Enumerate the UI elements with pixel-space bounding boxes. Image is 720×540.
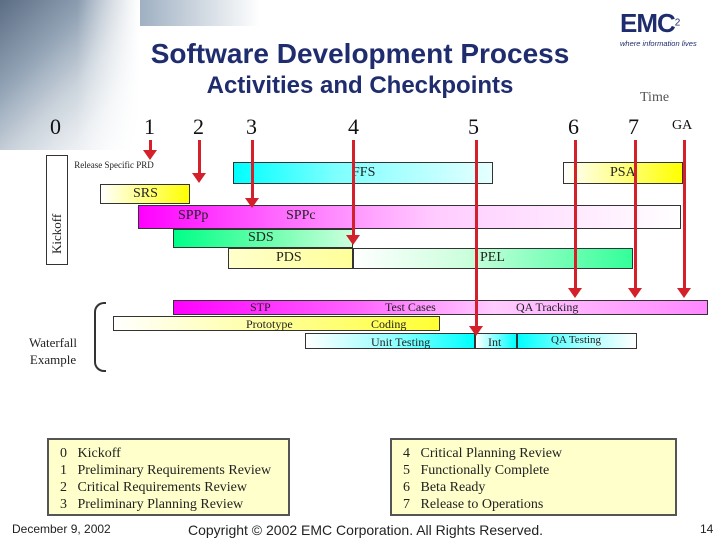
arrow-4-shaft xyxy=(352,140,355,237)
coding-label: Coding xyxy=(371,317,407,331)
qa-tracking-label: QA Tracking xyxy=(516,300,579,314)
qa-testing-bar xyxy=(517,333,637,349)
arrow-2-head xyxy=(192,173,206,183)
checkpoint-ga: GA xyxy=(672,118,693,133)
prototype-label: Prototype xyxy=(246,317,293,331)
checkpoint-0: 0 xyxy=(50,114,61,139)
header-photo-strip xyxy=(140,0,260,26)
legend-right-row-5: 5 Functionally Complete xyxy=(403,463,549,479)
kickoff-label: Kickoff xyxy=(49,213,64,254)
footer-copyright: Copyright © 2002 EMC Corporation. All Ri… xyxy=(188,522,544,538)
arrow-3-shaft xyxy=(251,140,254,200)
checkpoint-3: 3 xyxy=(246,114,257,139)
checkpoint-5: 5 xyxy=(468,114,479,139)
int-label: Int xyxy=(488,335,502,349)
kickoff-box: Kickoff xyxy=(46,155,68,265)
checkpoint-7: 7 xyxy=(628,114,639,139)
legend-left-row-3: 3 Preliminary Planning Review xyxy=(60,497,243,513)
legend-num: 4 xyxy=(403,446,410,461)
psa-label: PSA xyxy=(610,165,636,180)
pds-bar xyxy=(228,248,353,269)
release-prd-label: Release Specific PRD xyxy=(74,160,154,170)
arrow-4-head xyxy=(346,235,360,245)
legend-text: Release to Operations xyxy=(420,497,544,512)
arrow-5-head xyxy=(469,326,483,336)
legend-num: 6 xyxy=(403,480,410,495)
pds-label: PDS xyxy=(276,250,302,265)
arrow-6-head xyxy=(568,288,582,298)
time-axis-label: Time xyxy=(640,90,670,105)
stp-label: STP xyxy=(250,300,271,314)
unit-testing-label: Unit Testing xyxy=(371,335,431,349)
test-cases-label: Test Cases xyxy=(385,300,436,314)
legend-num: 0 xyxy=(60,446,67,461)
legend-num: 3 xyxy=(60,497,67,512)
unit-testing-bar xyxy=(305,333,475,349)
psa-bar xyxy=(563,162,683,184)
legend-right-box xyxy=(390,438,677,516)
waterfall-bracket xyxy=(94,302,106,372)
arrow-5-shaft xyxy=(475,140,478,328)
slide-title: Software Development Process xyxy=(150,38,570,69)
legend-text: Kickoff xyxy=(77,446,121,461)
legend-right-row-4: 4 Critical Planning Review xyxy=(403,446,562,462)
legend-right-row-7: 7 Release to Operations xyxy=(403,497,543,513)
emc-logo: EMC2 where information lives xyxy=(620,8,715,48)
legend-left-box xyxy=(47,438,290,516)
legend-left-row-2: 2 Critical Requirements Review xyxy=(60,480,247,496)
checkpoint-4: 4 xyxy=(348,114,359,139)
ffs-bar xyxy=(233,162,493,184)
waterfall-row1-bar xyxy=(173,300,708,315)
legend-text: Functionally Complete xyxy=(420,463,550,478)
legend-text: Critical Requirements Review xyxy=(77,480,248,495)
logo-tagline: where information lives xyxy=(620,39,697,48)
legend-num: 2 xyxy=(60,480,67,495)
legend-text: Preliminary Planning Review xyxy=(77,497,244,512)
arrow-7-shaft xyxy=(634,140,637,290)
checkpoint-2: 2 xyxy=(193,114,204,139)
legend-right-row-6: 6 Beta Ready xyxy=(403,480,485,496)
legend-num: 7 xyxy=(403,497,410,512)
sppc-label: SPPc xyxy=(286,208,316,223)
logo-text: EMC xyxy=(620,8,676,38)
qa-testing-label: QA Testing xyxy=(551,334,602,346)
arrow-ga-shaft xyxy=(683,140,686,290)
legend-num: 5 xyxy=(403,463,410,478)
sppp-label: SPPp xyxy=(178,208,209,223)
sds-label: SDS xyxy=(248,230,274,245)
checkpoint-6: 6 xyxy=(568,114,579,139)
spp-bar xyxy=(138,205,681,229)
srs-label: SRS xyxy=(133,186,158,201)
waterfall-row2-bar xyxy=(113,316,440,331)
header-photo-collage xyxy=(0,0,140,150)
arrow-ga-head xyxy=(677,288,691,298)
slide-subtitle: Activities and Checkpoints xyxy=(206,72,514,99)
legend-text: Preliminary Requirements Review xyxy=(77,463,272,478)
legend-left-row-1: 1 Preliminary Requirements Review xyxy=(60,463,271,479)
waterfall-label: Waterfall Example xyxy=(28,335,78,367)
pel-label: PEL xyxy=(480,250,505,265)
logo-superscript: 2 xyxy=(674,17,681,29)
arrow-6-shaft xyxy=(574,140,577,290)
srs-bar xyxy=(100,184,190,204)
legend-text: Critical Planning Review xyxy=(420,446,563,461)
pel-bar xyxy=(353,248,633,269)
arrow-3-head xyxy=(245,198,259,208)
arrow-1-head xyxy=(143,150,157,160)
checkpoint-1: 1 xyxy=(144,114,155,139)
footer-date: December 9, 2002 xyxy=(12,522,111,536)
arrow-7-head xyxy=(628,288,642,298)
legend-num: 1 xyxy=(60,463,67,478)
arrow-1-shaft xyxy=(149,140,152,152)
legend-left-row-0: 0 Kickoff xyxy=(60,446,121,462)
arrow-2-shaft xyxy=(198,140,201,175)
ffs-label: FFS xyxy=(352,165,376,180)
legend-text: Beta Ready xyxy=(420,480,486,495)
footer-page-number: 14 xyxy=(700,522,714,536)
int-bar xyxy=(475,333,517,349)
